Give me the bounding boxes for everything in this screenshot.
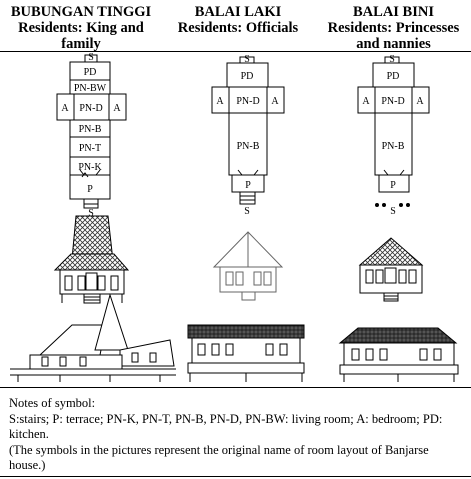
room-label: A (362, 96, 370, 107)
room-label: PN-B (237, 141, 260, 152)
side-elevation-balai-laki (187, 324, 305, 382)
notes-explanation: (The symbols in the pictures represent t… (9, 442, 429, 473)
house-name: BUBUNGAN TINGGI (10, 4, 152, 20)
room-label: PN-D (79, 103, 102, 114)
room-label: A (61, 103, 69, 114)
notes-symbols: S:stairs; P: terrace; PN-K, PN-T, PN-B, … (9, 411, 443, 442)
floor-plan-balai-laki (211, 56, 285, 205)
room-label: PN-BW (74, 83, 107, 94)
room-label: A (271, 96, 279, 107)
notes-rule (0, 387, 471, 388)
room-label: PD (241, 71, 254, 82)
room-label: A (416, 96, 424, 107)
house-name: BALAI BINI (353, 4, 434, 20)
room-label: S (390, 206, 396, 217)
room-label: A (113, 103, 121, 114)
house-residents: Residents: Officials (177, 20, 299, 36)
floor-plan-balai-bini (357, 56, 430, 207)
room-label: S (88, 52, 94, 63)
house-residents: Residents: Princesses and nannies (327, 20, 460, 52)
header-rule (0, 51, 471, 52)
side-elevation-bubungan-tinggi (10, 293, 176, 382)
room-label: PN-B (382, 141, 405, 152)
notes: Notes of symbol: S:stairs; P: terrace; P… (9, 396, 464, 474)
room-label: S (244, 54, 250, 65)
room-label: P (245, 180, 251, 191)
room-label: PD (387, 71, 400, 82)
room-label: PD (84, 67, 97, 78)
floor-plan-bubungan-tinggi (56, 54, 127, 209)
room-label: PN-D (236, 96, 259, 107)
room-label: PN-T (79, 143, 101, 154)
front-elevation-balai-laki (212, 231, 284, 301)
room-label: PN-D (381, 96, 404, 107)
room-label: A (216, 96, 224, 107)
room-label: PN-K (78, 162, 102, 173)
room-label: S (88, 208, 94, 219)
notes-heading: Notes of symbol: (9, 396, 96, 410)
header-bubungan-tinggi: BUBUNGAN TINGGI Residents: King and fami… (2, 4, 160, 52)
house-name: BALAI LAKI (194, 4, 282, 20)
front-elevation-balai-bini (358, 237, 424, 302)
header-balai-bini: BALAI BINI Residents: Princesses and nan… (316, 4, 471, 52)
front-elevation-bubungan-tinggi (53, 215, 130, 304)
header-balai-laki: BALAI LAKI Residents: Officials (162, 4, 314, 36)
side-elevation-balai-bini (338, 327, 459, 382)
room-label: PN-B (79, 124, 102, 135)
room-label: S (244, 206, 250, 217)
room-label: P (390, 180, 396, 191)
house-residents: Residents: King and family (18, 20, 144, 52)
room-label: S (389, 54, 395, 65)
room-label: P (87, 184, 93, 195)
bottom-rule (0, 476, 471, 477)
